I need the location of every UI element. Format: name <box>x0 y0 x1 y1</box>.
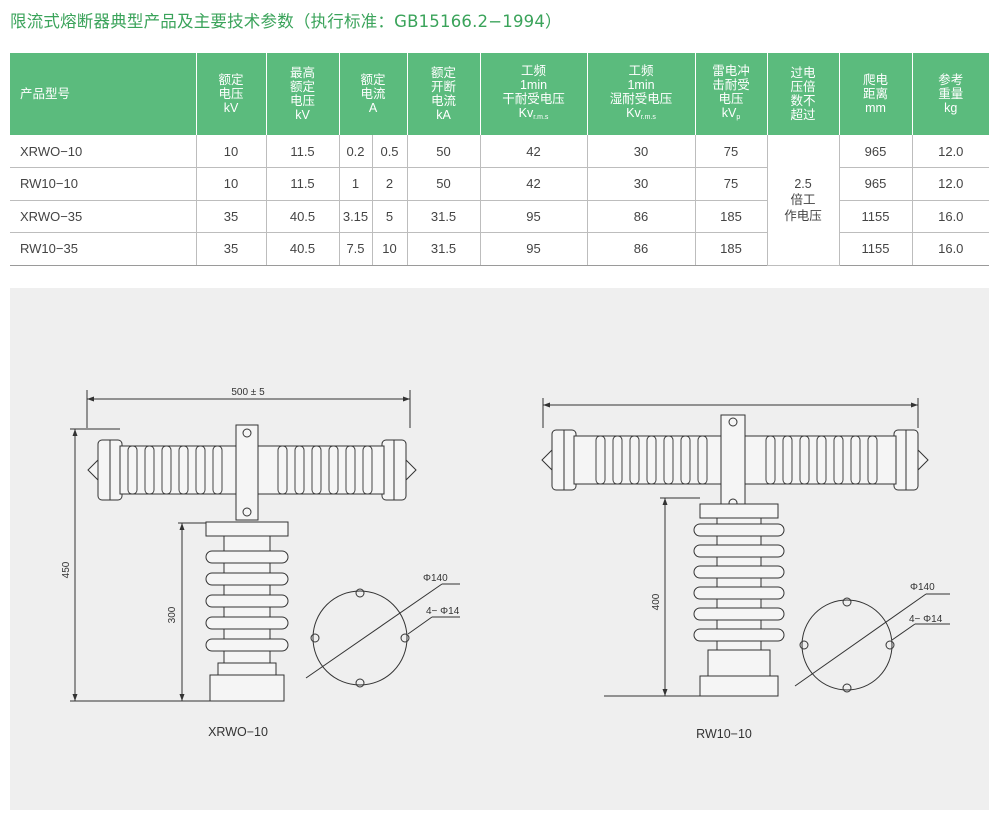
page-title: 限流式熔断器典型产品及主要技术参数（执行标准：GB15166.2−1994） <box>10 12 562 31</box>
cell-breaking: 31.5 <box>407 232 481 266</box>
cell-dry: 95 <box>480 232 588 266</box>
cell-dry: 95 <box>480 200 588 233</box>
cell-current-b: 5 <box>372 200 408 233</box>
dim-height: 400 <box>651 593 662 610</box>
cell-creepage: 1155 <box>839 200 913 233</box>
dim-total-height: 450 <box>61 561 72 578</box>
drawing-caption-left: XRWO−10 <box>208 725 268 739</box>
dim-diameter: Φ140 <box>910 582 935 593</box>
fuse-tube-sheds <box>127 445 373 495</box>
header-rated-breaking-current: 额定 开断 电流 kA <box>407 53 481 135</box>
cell-current-a: 1 <box>339 167 373 201</box>
technical-drawings: 500 ± 5 450 300 Φ140 4− Φ14 XRWO−10 <box>61 387 950 741</box>
table-header-row: 产品型号 额定 电压 kV 最高 额定 电压 kV 额定 电流 A 额定 开断 … <box>10 53 990 135</box>
cell-lightning: 75 <box>695 135 768 168</box>
cell-overvoltage-merged: 2.5 倍工 作电压 <box>767 135 840 266</box>
dim-holes: 4− Φ14 <box>426 606 460 617</box>
fuse-tube-sheds <box>595 435 878 485</box>
cell-model: RW10−35 <box>10 232 197 266</box>
cell-breaking: 31.5 <box>407 200 481 233</box>
cell-rated-voltage: 35 <box>196 200 267 233</box>
cell-lightning: 185 <box>695 200 768 233</box>
cell-wet: 30 <box>587 167 696 201</box>
cell-wet: 30 <box>587 135 696 168</box>
cell-breaking: 50 <box>407 135 481 168</box>
center-bracket <box>720 414 746 511</box>
cell-weight: 16.0 <box>912 200 990 233</box>
drawing-panel: 500 ± 5 450 300 Φ140 4− Φ14 XRWO−10 <box>10 288 989 810</box>
header-creepage-distance: 爬电 距离 mm <box>839 53 913 135</box>
header-weight: 参考 重量 kg <box>912 53 990 135</box>
cell-max-voltage: 40.5 <box>266 232 340 266</box>
cell-weight: 16.0 <box>912 232 990 266</box>
table-row: XRWO−10 10 11.5 0.2 0.5 50 42 30 75 2.5 … <box>10 135 990 266</box>
cell-weight: 12.0 <box>912 167 990 201</box>
center-bracket <box>235 424 259 521</box>
cell-weight: 12.0 <box>912 135 990 168</box>
dim-holes: 4− Φ14 <box>909 614 943 625</box>
cell-dry: 42 <box>480 167 588 201</box>
cell-wet: 86 <box>587 232 696 266</box>
cell-rated-voltage: 10 <box>196 135 267 168</box>
cell-model: XRWO−35 <box>10 200 197 233</box>
header-lightning-withstand: 雷电冲 击耐受 电压 kVp <box>695 53 768 135</box>
cell-rated-voltage: 10 <box>196 167 267 201</box>
cell-current-a: 7.5 <box>339 232 373 266</box>
cell-breaking: 50 <box>407 167 481 201</box>
cell-current-b: 2 <box>372 167 408 201</box>
table-row: XRWO−35 35 40.5 3.15 5 31.5 95 86 185 11… <box>10 200 990 233</box>
cell-current-b: 10 <box>372 232 408 266</box>
cell-lightning: 185 <box>695 232 768 266</box>
base-flange <box>794 593 950 693</box>
dim-diameter: Φ140 <box>423 573 448 584</box>
cell-current-a: 3.15 <box>339 200 373 233</box>
base-flange <box>305 583 460 688</box>
cell-current-a: 0.2 <box>339 135 373 168</box>
header-rated-current: 额定 电流 A <box>339 53 408 135</box>
drawing-xrwo-10 <box>70 390 460 702</box>
header-model: 产品型号 <box>10 53 197 135</box>
cell-wet: 86 <box>587 200 696 233</box>
cell-creepage: 965 <box>839 167 913 201</box>
drawing-rw10-10 <box>541 398 950 697</box>
spec-table: 产品型号 额定 电压 kV 最高 额定 电压 kV 额定 电流 A 额定 开断 … <box>10 53 990 266</box>
cell-rated-voltage: 35 <box>196 232 267 266</box>
cell-model: XRWO−10 <box>10 135 197 168</box>
cell-max-voltage: 11.5 <box>266 167 340 201</box>
cell-current-b: 0.5 <box>372 135 408 168</box>
dim-support-height: 300 <box>167 606 178 623</box>
header-max-rated-voltage: 最高 额定 电压 kV <box>266 53 340 135</box>
cell-model: RW10−10 <box>10 167 197 201</box>
cell-max-voltage: 11.5 <box>266 135 340 168</box>
cell-dry: 42 <box>480 135 588 168</box>
cell-creepage: 965 <box>839 135 913 168</box>
table-row: RW10−10 10 11.5 1 2 50 42 30 75 965 12.0 <box>10 167 990 201</box>
header-pf-dry-withstand: 工频 1min 干耐受电压 Kvr.m.s <box>480 53 588 135</box>
cell-lightning: 75 <box>695 167 768 201</box>
cell-max-voltage: 40.5 <box>266 200 340 233</box>
cell-creepage: 1155 <box>839 232 913 266</box>
drawing-caption-right: RW10−10 <box>696 727 752 741</box>
table-row: RW10−35 35 40.5 7.5 10 31.5 95 86 185 11… <box>10 232 990 266</box>
header-pf-wet-withstand: 工频 1min 湿耐受电压 Kvr.m.s <box>587 53 696 135</box>
dim-width: 500 ± 5 <box>231 387 265 398</box>
support-insulator <box>693 503 785 697</box>
header-rated-voltage: 额定 电压 kV <box>196 53 267 135</box>
header-overvoltage-factor: 过电 压倍 数不 超过 <box>767 53 840 135</box>
support-insulator <box>205 521 289 702</box>
